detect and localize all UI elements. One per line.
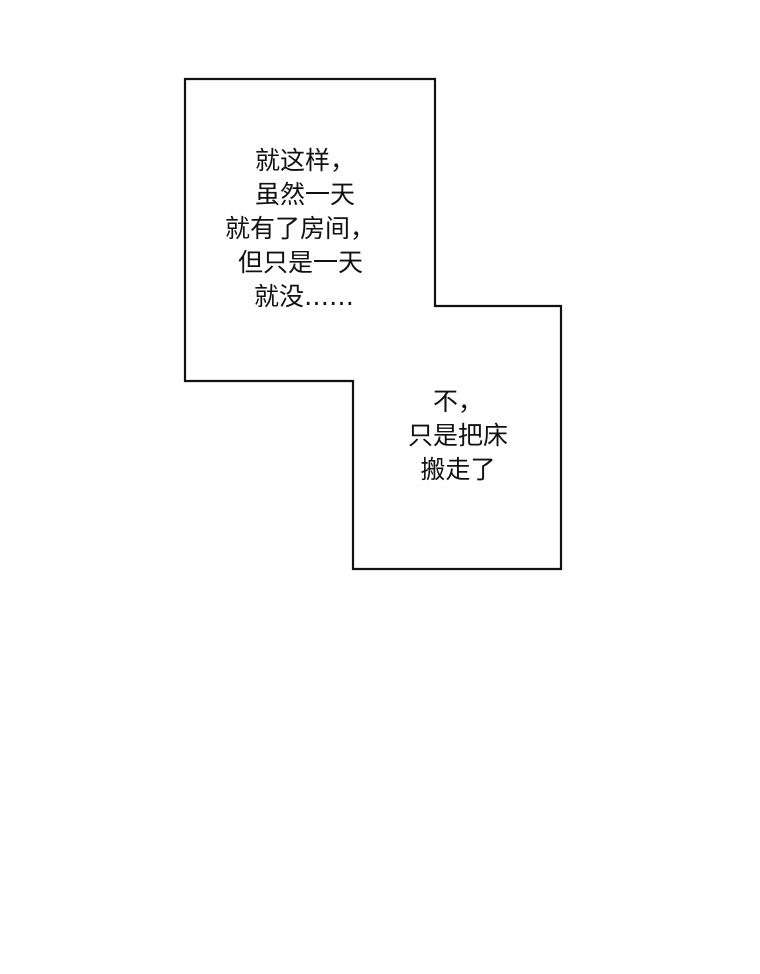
stepped-caption-box-outline — [183, 77, 563, 571]
caption-line: 但只是一天 — [238, 248, 364, 277]
caption-line: 就没…… — [254, 282, 355, 311]
caption-line: 就有了房间， — [225, 214, 376, 243]
caption-block-first: 就这样， 虽然一天 就有了房间， 但只是一天 就没…… — [222, 144, 376, 314]
caption-line: 就这样， — [255, 146, 356, 175]
caption-line: 搬走了 — [420, 455, 496, 484]
caption-line: 不， — [432, 387, 483, 416]
caption-block-second: 不， 只是把床 搬走了 — [396, 385, 520, 487]
caption-line: 只是把床 — [407, 421, 508, 450]
caption-line: 虽然一天 — [255, 180, 356, 209]
